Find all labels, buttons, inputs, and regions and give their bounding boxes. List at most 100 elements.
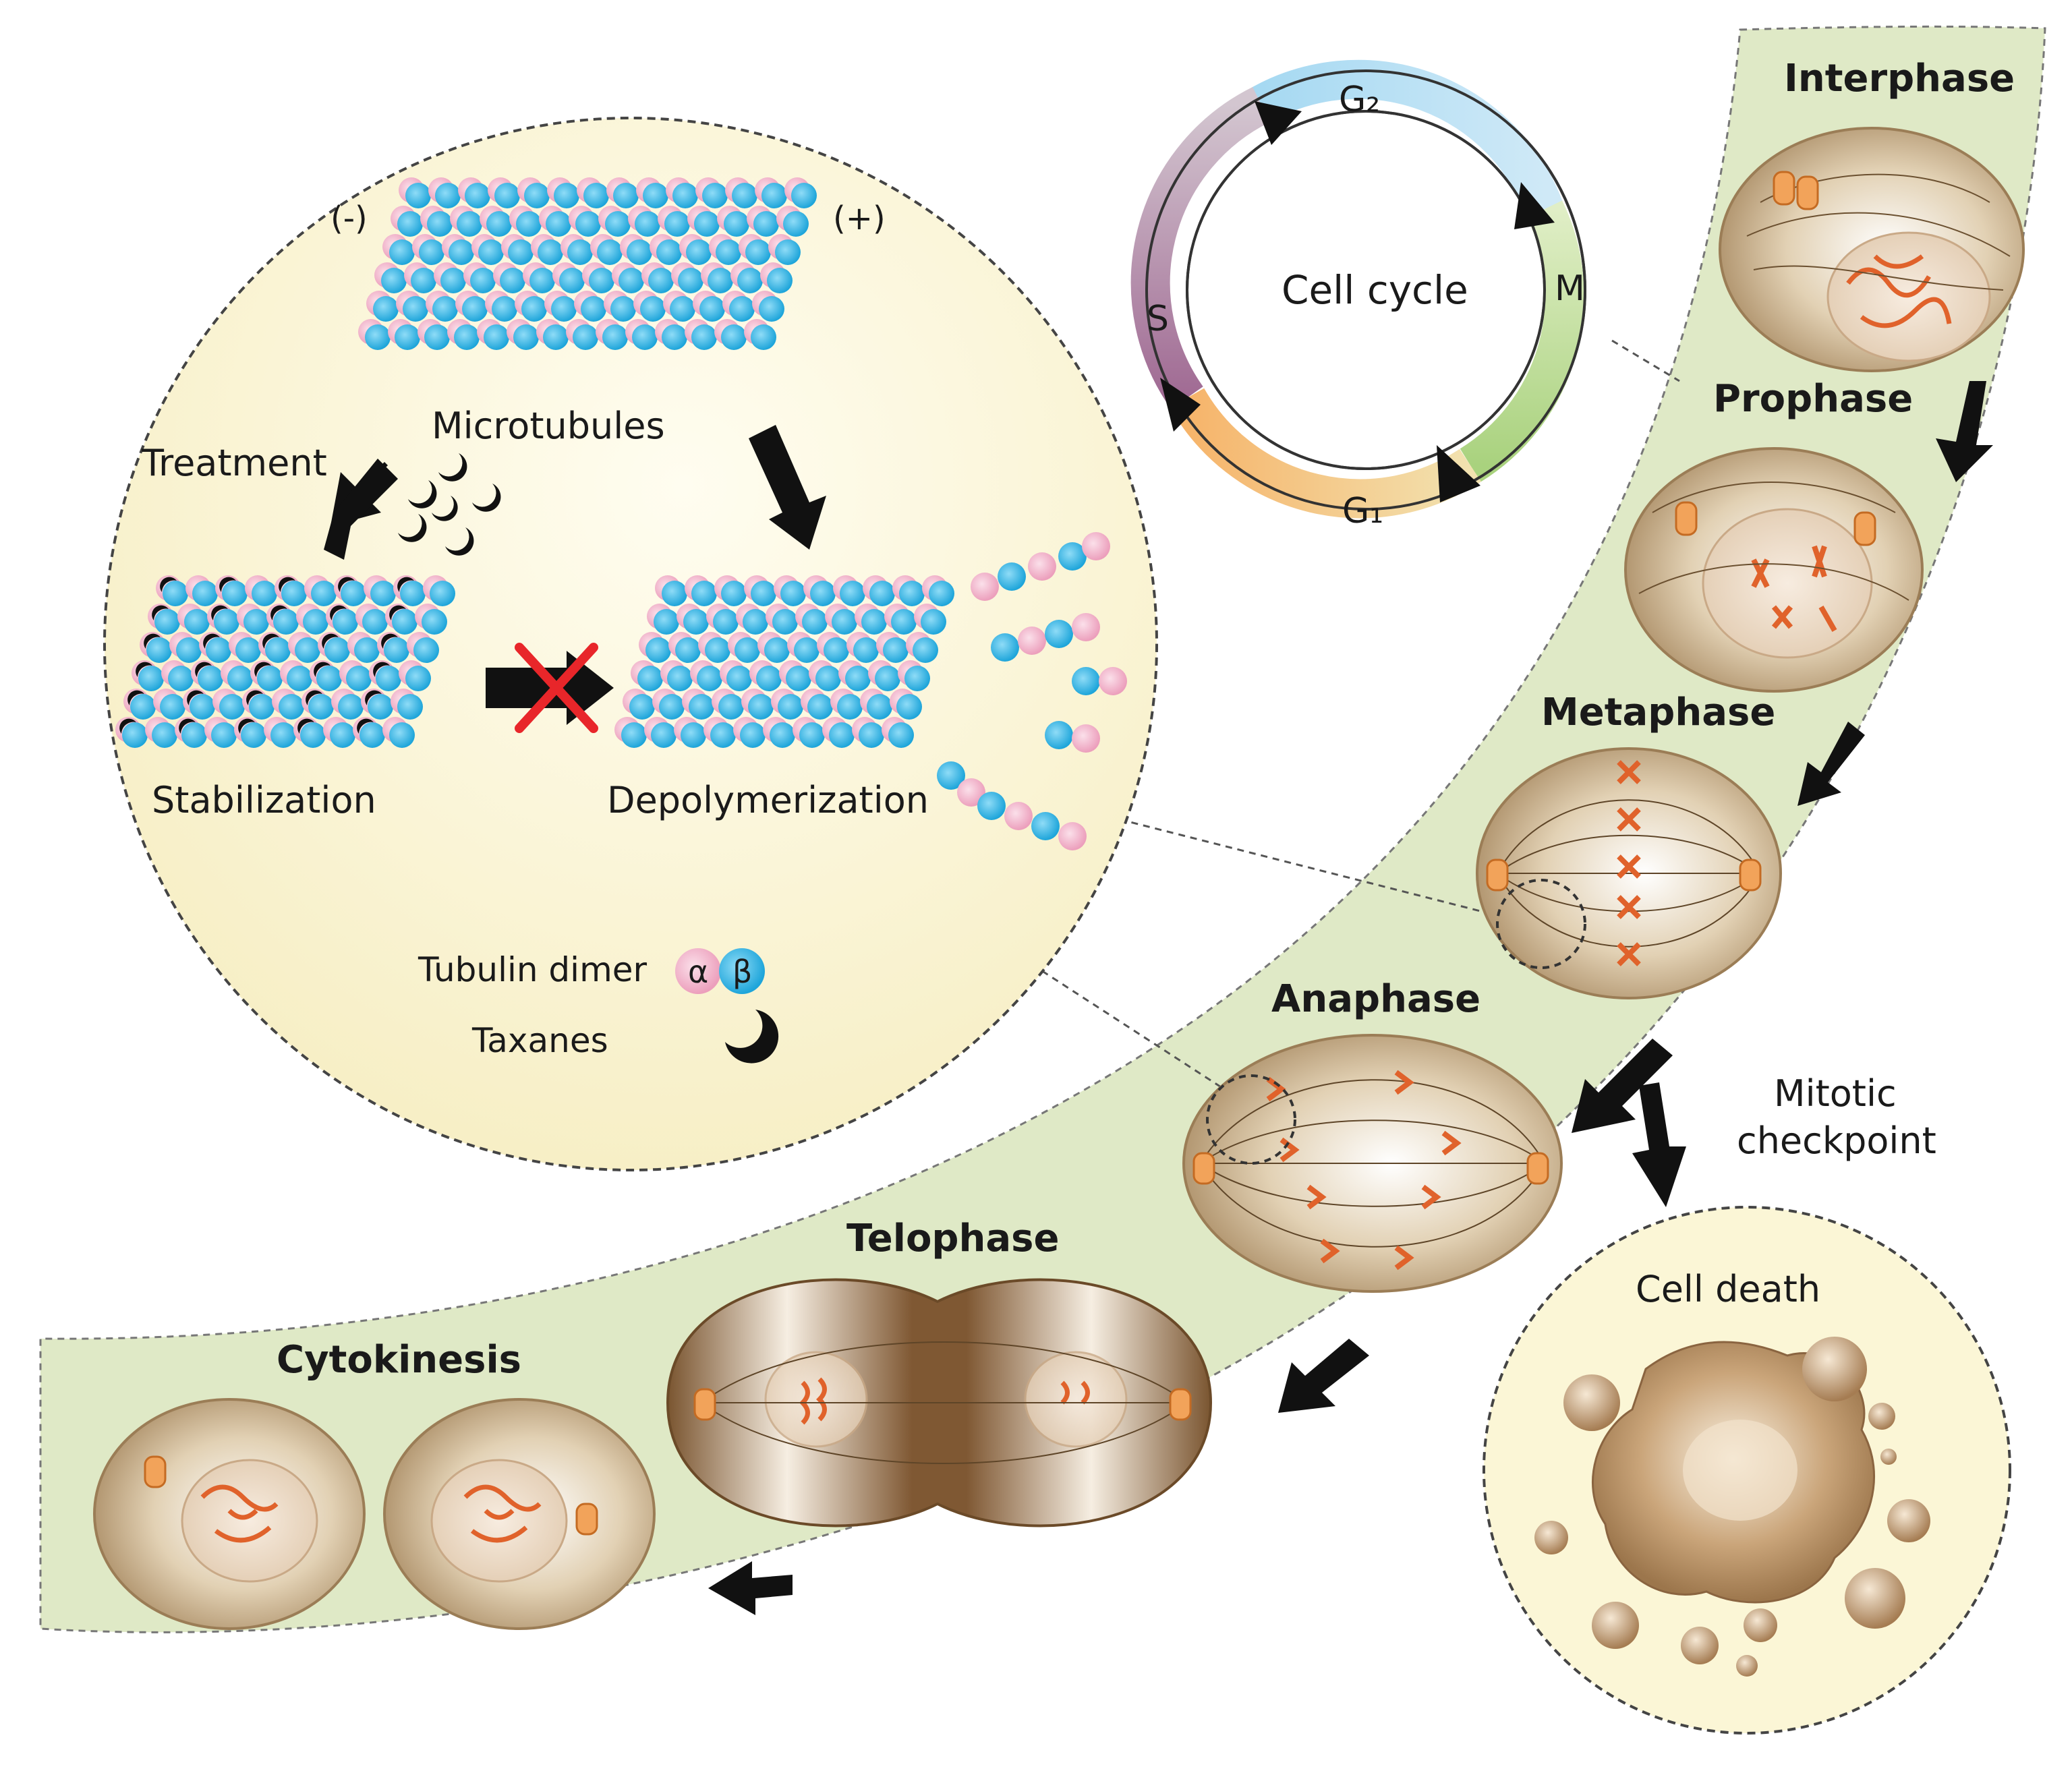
beta-tubulin [743,609,768,635]
beta-tubulin [718,694,744,720]
free-tubulin [1072,667,1100,695]
beta-tubulin [486,211,512,237]
prophase-label: Prophase [1713,377,1913,421]
beta-tubulin [702,183,728,208]
beta-tubulin [640,296,666,322]
bound-taxane [144,633,161,649]
beta-tubulin [659,694,685,720]
g1-label: G₁ [1342,491,1383,531]
phase-arrow-1 [1936,381,1993,482]
beta-tubulin [432,296,458,322]
beta-tubulin [359,722,385,748]
beta-tubulin [751,581,776,606]
beta-tubulin [403,296,428,322]
beta-tubulin [303,609,328,635]
beta-tubulin [435,183,461,208]
checkpoint-arrow [1632,1082,1686,1207]
beta-tubulin [395,324,420,350]
beta-tubulin [729,296,755,322]
bound-taxane [211,605,228,620]
beta-tubulin [694,211,720,237]
beta-tubulin [643,183,668,208]
beta-tubulin [330,722,355,748]
free-tubulin [1072,613,1100,641]
free-tubulin [1028,552,1056,581]
telophase-cell [666,1278,1213,1527]
connector-line-anaphase [1031,963,1225,1090]
phase-arrow-5 [708,1561,793,1615]
beta-tubulin [492,296,517,322]
beta-tubulin [524,183,550,208]
free-tubulin [1018,627,1046,655]
bound-taxane [152,605,169,620]
beta-tubulin [807,694,833,720]
beta-tubulin [430,581,455,606]
beta-tubulin [815,666,841,691]
beta-tubulin [241,722,266,748]
bound-taxane [254,662,271,677]
beta-tubulin [324,637,350,663]
beta-tubulin [861,609,887,635]
free-tubulin [1099,667,1127,695]
beta-tubulin [381,268,407,293]
free-tubulin [1045,721,1073,749]
beta-tubulin [575,211,601,237]
beta-tubulin [840,581,865,606]
bound-taxane [373,662,390,677]
beta-tubulin [163,581,188,606]
beta-tubulin [891,609,917,635]
beta-tubulin [370,581,396,606]
beta-tubulin [705,637,730,663]
interphase-cell [1719,127,2025,372]
beta-tubulin [219,694,245,720]
microtubule-lattice [358,177,817,350]
cross-mark [515,643,598,733]
beta-tubulin [214,609,239,635]
beta-tubulin [376,666,401,691]
bound-taxane [160,577,177,592]
beta-tubulin [737,268,763,293]
bound-taxane [238,718,255,734]
beta-tubulin [735,637,760,663]
beta-tubulin [449,239,474,265]
cytokinesis-label: Cytokinesis [277,1338,521,1382]
interphase-label: Interphase [1784,57,2015,100]
beta-tubulin [656,239,682,265]
beta-tubulin [287,666,312,691]
beta-tubulin [602,324,628,350]
beta-tubulin [427,211,453,237]
alpha-symbol: α [688,954,708,990]
beta-tubulin [724,211,749,237]
bound-taxane [270,605,287,620]
beta-tubulin [883,637,909,663]
bound-taxane [179,718,196,734]
beta-tubulin [648,268,674,293]
beta-tubulin [670,296,695,322]
anaphase-cell [1182,1034,1563,1293]
metaphase-label: Metaphase [1541,691,1775,734]
beta-tubulin [772,609,798,635]
beta-tubulin [424,324,450,350]
m-label: M [1555,268,1585,309]
beta-tubulin [751,324,776,350]
connector-line-metaphase [1119,818,1518,922]
beta-tubulin [689,694,714,720]
beta-tubulin [651,722,677,748]
beta-tubulin [691,581,717,606]
beta-tubulin [392,609,418,635]
treatment-label: Treatment [141,442,327,484]
cell-death-label: Cell death [1636,1268,1820,1310]
beta-tubulin [867,694,892,720]
beta-tubulin [295,637,320,663]
bound-taxane [314,662,330,677]
free-tubulin [998,562,1026,591]
beta-tubulin [227,666,253,691]
bound-taxane [330,605,347,620]
beta-tubulin [929,581,954,606]
beta-tubulin [365,324,391,350]
depolymerization-label: Depolymerization [607,779,929,821]
bound-taxane [195,662,212,677]
beta-tubulin [411,268,436,293]
bound-taxane [187,690,204,705]
taxane-icon [725,1010,779,1064]
